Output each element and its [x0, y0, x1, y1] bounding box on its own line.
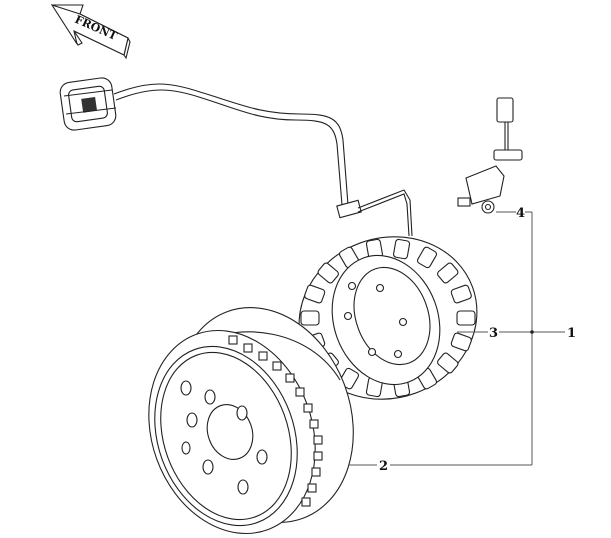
stator-tooth [317, 262, 339, 284]
magnet-slot [285, 373, 295, 383]
callout-leaders [348, 211, 565, 466]
magnet-slot [311, 467, 321, 477]
stator-tooth [450, 284, 472, 304]
wire-harness-cable [113, 83, 413, 237]
magnet-slot [307, 483, 317, 493]
callout-2: 2 [379, 459, 388, 474]
stator-tooth [393, 238, 411, 260]
magnet-slot [313, 451, 323, 461]
stator-tooth [300, 310, 320, 326]
stator-coil [298, 236, 478, 400]
magnet-slot [313, 435, 323, 445]
stator-tooth [304, 284, 326, 304]
magnet-slot [258, 351, 268, 361]
magnet-slot [228, 335, 238, 345]
magnet-slot [301, 497, 311, 507]
callout-3: 3 [489, 326, 498, 341]
pickup-sensor [457, 97, 523, 214]
stator-tooth [416, 246, 438, 269]
magnet-slot [309, 419, 319, 429]
callout-4: 4 [516, 206, 525, 221]
magnet-slot [303, 403, 313, 413]
magnet-slot [272, 361, 282, 371]
stator-tooth [450, 332, 472, 352]
magnet-slot [243, 343, 253, 353]
magnet-slot [295, 387, 305, 397]
stator-tooth [437, 352, 459, 374]
callout-1: 1 [567, 326, 576, 341]
wire-harness-connector [59, 77, 117, 131]
stator-tooth [456, 310, 476, 326]
front-direction-arrow: FRONT [50, 4, 131, 60]
stator-tooth [437, 262, 459, 284]
flywheel-rotor [148, 307, 354, 535]
